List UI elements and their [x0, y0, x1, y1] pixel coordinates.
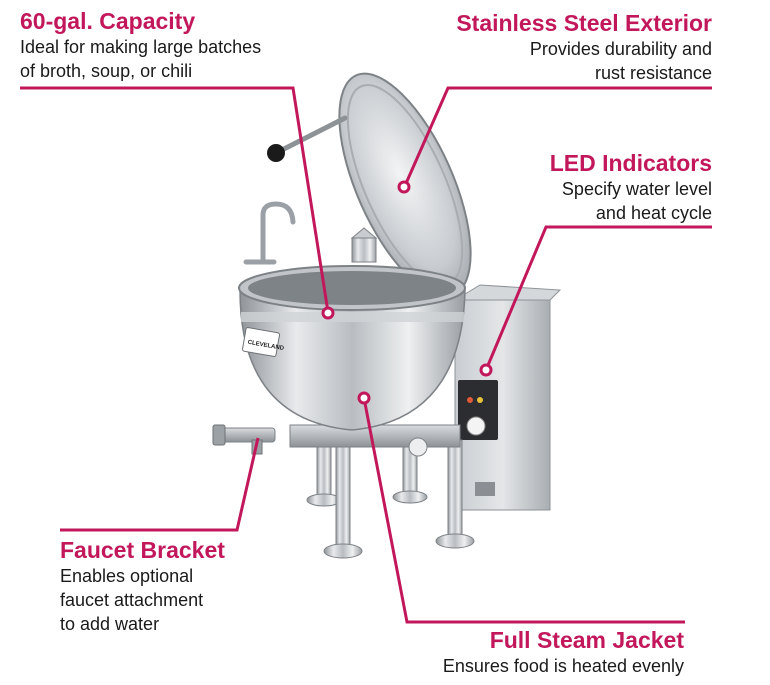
- kettle-legs: [306, 439, 475, 559]
- callout-title: Stainless Steel Exterior: [456, 10, 712, 36]
- faucet-bracket: [212, 424, 276, 455]
- callout-line: Ideal for making large batches: [20, 37, 262, 57]
- leader-led: [484, 225, 712, 371]
- callout-title: 60-gal. Capacity: [20, 8, 196, 34]
- callout-line: Ensures food is heated evenly: [442, 656, 684, 676]
- dot-led: [479, 363, 493, 377]
- leader-jacket: [362, 397, 685, 624]
- leader-capacity: [20, 86, 330, 313]
- callout-line: and heat cycle: [595, 203, 712, 223]
- dot-exterior: [397, 180, 411, 194]
- callout-led: LED Indicators Specify water level and h…: [452, 150, 712, 225]
- pressure-gauge-icon: [466, 416, 486, 436]
- callout-line: faucet attachment: [60, 590, 204, 610]
- callout-line: rust resistance: [594, 63, 712, 83]
- callout-leader-lines: [20, 86, 712, 624]
- control-cabinet: [453, 284, 562, 511]
- dot-capacity: [321, 306, 335, 320]
- dot-jacket: [357, 391, 371, 405]
- leader-exterior: [402, 86, 712, 189]
- callout-line: Provides durability and: [529, 39, 712, 59]
- callout-line: to add water: [60, 614, 160, 634]
- callout-title: Faucet Bracket: [60, 537, 225, 563]
- callout-title: LED Indicators: [549, 150, 712, 176]
- callout-line: of broth, soup, or chili: [20, 61, 193, 81]
- callout-capacity: 60-gal. Capacity Ideal for making large …: [20, 8, 340, 83]
- faucet: [243, 201, 296, 265]
- callout-line: Enables optional: [60, 566, 194, 586]
- callout-exterior: Stainless Steel Exterior Provides durabi…: [372, 10, 712, 85]
- led-indicator-icon: [467, 397, 473, 403]
- lid-knob-icon: [267, 144, 285, 162]
- callout-jacket: Full Steam Jacket Ensures food is heated…: [324, 627, 684, 678]
- lid-handle: [275, 115, 348, 155]
- callout-faucet: Faucet Bracket Enables optional faucet a…: [60, 537, 360, 636]
- callout-dots: [321, 180, 493, 405]
- drain-gauge-icon: [408, 437, 428, 457]
- leader-faucet: [60, 437, 260, 532]
- callout-line: Specify water level: [561, 179, 712, 199]
- kettle-bowl: CLEVELAND: [238, 265, 466, 457]
- callout-title: Full Steam Jacket: [489, 627, 684, 653]
